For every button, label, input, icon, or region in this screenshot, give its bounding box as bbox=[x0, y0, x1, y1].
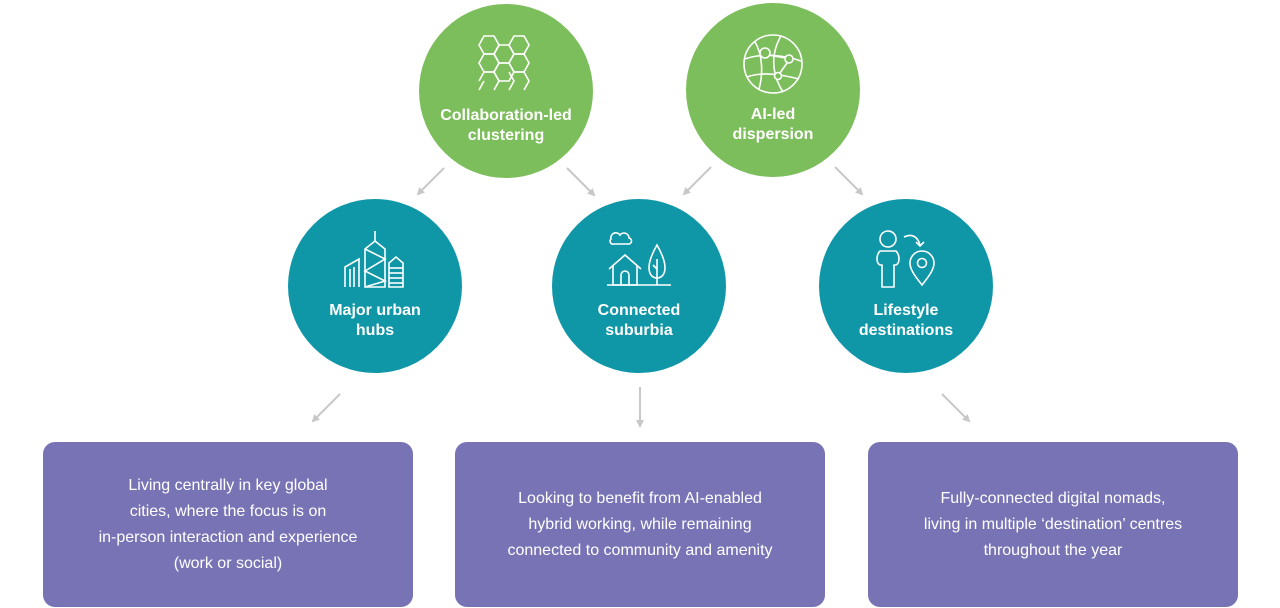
node-lifestyle-destinations: Lifestyle destinations bbox=[819, 199, 993, 373]
node-title-line1: AI-led bbox=[750, 106, 796, 123]
node-title-line2: hubs bbox=[355, 322, 395, 339]
arrow-dispersion-to-lifestyle bbox=[834, 166, 864, 196]
hexagon-cluster-icon bbox=[474, 34, 538, 96]
description-text: Fully-connected digital nomads, living i… bbox=[923, 489, 1183, 559]
description-box-urban-hubs: Living centrally in key global cities, w… bbox=[43, 442, 413, 607]
description-text: Looking to benefit from AI-enabled hybri… bbox=[507, 489, 773, 559]
node-collaboration-led-clustering: Collaboration-led clustering bbox=[419, 4, 593, 178]
node-title-line2: suburbia bbox=[605, 322, 673, 339]
node-ai-led-dispersion: AI-led dispersion bbox=[686, 3, 860, 177]
city-buildings-icon bbox=[343, 229, 407, 291]
node-title-line1: Lifestyle bbox=[873, 302, 939, 319]
arrow-clustering-to-suburbia bbox=[566, 167, 596, 197]
person-location-icon bbox=[874, 229, 938, 291]
node-title-line1: Connected bbox=[597, 302, 681, 319]
node-connected-suburbia: Connected suburbia bbox=[552, 199, 726, 373]
node-title-line2: destinations bbox=[858, 322, 954, 339]
description-box-suburbia: Looking to benefit from AI-enabled hybri… bbox=[455, 442, 825, 607]
network-globe-icon bbox=[741, 33, 805, 95]
node-major-urban-hubs: Major urban hubs bbox=[288, 199, 462, 373]
node-title-line1: Major urban bbox=[329, 302, 421, 319]
arrow-clustering-to-urban bbox=[416, 167, 445, 196]
description-text: Living centrally in key global cities, w… bbox=[98, 476, 358, 572]
arrow-dispersion-to-suburbia bbox=[682, 166, 712, 196]
description-box-lifestyle: Fully-connected digital nomads, living i… bbox=[868, 442, 1238, 607]
node-title-line1: Collaboration-led bbox=[440, 107, 572, 124]
house-tree-icon bbox=[607, 229, 671, 291]
node-title-line2: clustering bbox=[467, 127, 545, 144]
arrow-lifestyle-to-box bbox=[941, 393, 971, 423]
arrow-urban-to-box bbox=[311, 393, 341, 423]
node-title-line2: dispersion bbox=[732, 126, 814, 143]
